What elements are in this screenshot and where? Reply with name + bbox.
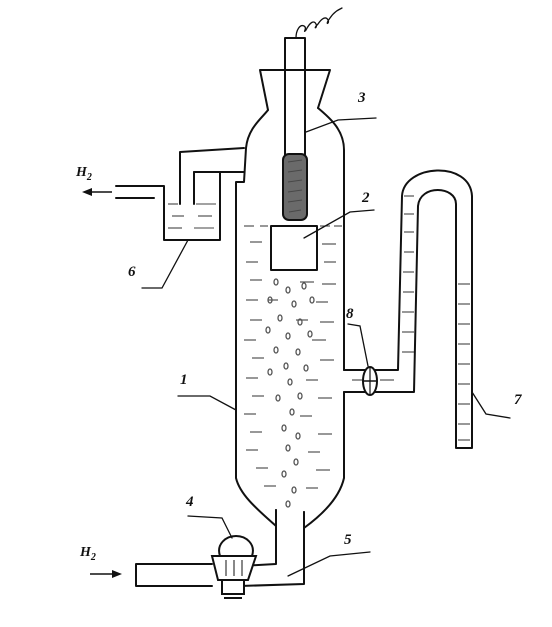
label-7: 7	[514, 392, 522, 408]
electrode-tube	[284, 37, 306, 157]
trap-vessel	[115, 171, 221, 241]
label-5: 5	[344, 532, 352, 548]
outlet-tube	[179, 147, 245, 205]
gas-in-label: H2	[79, 545, 96, 563]
leader-1	[177, 395, 237, 411]
side-valve	[362, 366, 378, 396]
leader-5	[287, 551, 371, 577]
label-1: 1	[180, 372, 188, 388]
label-4: 4	[185, 494, 194, 510]
leader-3	[305, 117, 377, 133]
outlet-arrow	[82, 188, 112, 196]
u-tube-liquid	[352, 195, 470, 441]
gas-bubbles	[265, 278, 315, 508]
leader-8	[347, 323, 369, 367]
u-tube	[343, 169, 473, 449]
inlet-arrow	[90, 570, 122, 578]
bottom-valve	[210, 534, 258, 599]
electrode-rod	[282, 153, 308, 221]
vessel-right-wall	[303, 107, 345, 529]
vessel-left-wall	[235, 109, 277, 527]
coil-wire	[295, 7, 343, 39]
leader-6	[141, 239, 189, 289]
bottom-pipe	[135, 509, 305, 587]
label-6: 6	[128, 264, 136, 280]
trap-liquid	[168, 203, 216, 229]
electrode-rod-texture	[287, 159, 303, 213]
label-2: 2	[361, 190, 370, 206]
label-3: 3	[357, 90, 366, 106]
block	[270, 225, 318, 271]
gas-out-label: H2	[75, 165, 92, 183]
leader-4	[187, 515, 233, 539]
funnel	[259, 69, 331, 111]
leader-7	[471, 391, 511, 419]
label-8: 8	[346, 306, 354, 322]
leader-2	[303, 209, 375, 239]
vessel-liquid	[244, 225, 342, 489]
